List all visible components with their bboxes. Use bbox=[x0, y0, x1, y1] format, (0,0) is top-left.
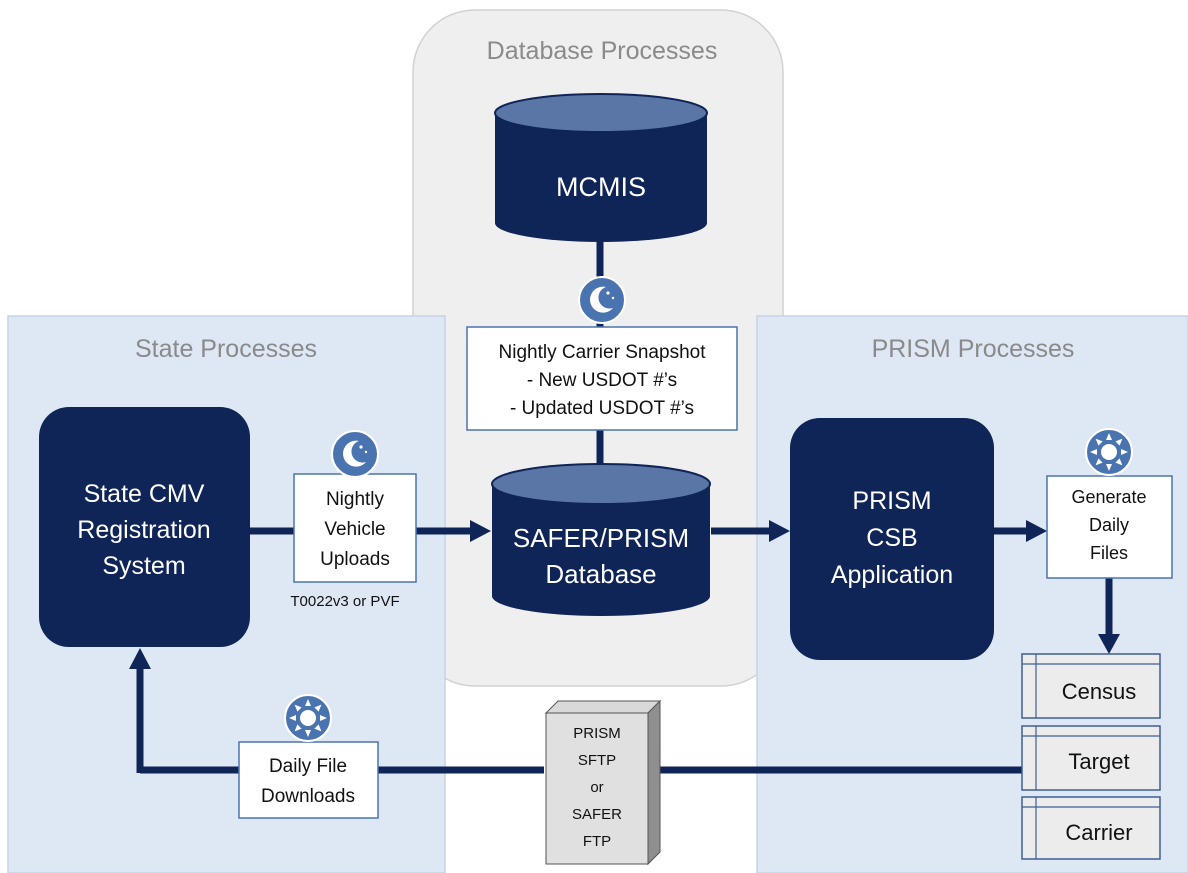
ftp-line3: or bbox=[590, 779, 603, 796]
moon-icon bbox=[578, 276, 626, 324]
state-cmv-line2: Registration bbox=[77, 516, 210, 544]
target-file-label: Target bbox=[1068, 749, 1129, 774]
census-file: Census bbox=[1021, 653, 1161, 719]
ftp-line2: SFTP bbox=[578, 752, 616, 769]
ftp-line4: SAFER bbox=[572, 806, 622, 823]
sun-icon bbox=[284, 694, 332, 742]
carrier-file: Carrier bbox=[1021, 796, 1161, 860]
generate-line2: Daily bbox=[1089, 515, 1129, 535]
snapshot-line3: - Updated USDOT #’s bbox=[510, 398, 694, 419]
arrowhead-into-csb bbox=[769, 520, 790, 542]
database-processes-title: Database Processes bbox=[487, 37, 718, 65]
snapshot-line2: - New USDOT #’s bbox=[527, 370, 677, 391]
prism-csb-line3: Application bbox=[831, 561, 953, 589]
state-cmv-line3: System bbox=[102, 552, 185, 580]
nightly-vehicle-uploads-box: Nightly Vehicle Uploads bbox=[293, 473, 417, 583]
generate-daily-files-box: Generate Daily Files bbox=[1046, 475, 1173, 579]
safer-db-label-line1: SAFER/PRISM bbox=[513, 523, 689, 553]
upload-formats-caption: T0022v3 or PVF bbox=[290, 593, 399, 610]
safer-db-label-line2: Database bbox=[545, 559, 656, 589]
arrowhead-into-generate bbox=[1026, 520, 1047, 542]
arrowhead-into-state-system bbox=[129, 648, 151, 669]
arrowhead-into-safer-left bbox=[470, 520, 491, 542]
state-cmv-line1: State CMV bbox=[84, 480, 205, 508]
generate-line3: Files bbox=[1090, 543, 1128, 563]
sun-icon bbox=[1085, 428, 1133, 476]
ftp-line1: PRISM bbox=[573, 725, 621, 742]
ftp-line5: FTP bbox=[583, 833, 611, 850]
generate-line1: Generate bbox=[1071, 487, 1146, 507]
mcmis-label: MCMIS bbox=[556, 172, 646, 202]
prism-csb-line1: PRISM bbox=[852, 487, 931, 515]
uploads-line3: Uploads bbox=[320, 549, 390, 570]
carrier-file-label: Carrier bbox=[1065, 820, 1132, 845]
prism-csb-application: PRISM CSB Application bbox=[790, 418, 994, 660]
prism-processes-title: PRISM Processes bbox=[872, 335, 1075, 363]
prism-csb-line2: CSB bbox=[866, 524, 917, 552]
state-processes-title: State Processes bbox=[135, 335, 317, 363]
census-file-label: Census bbox=[1062, 679, 1137, 704]
uploads-line2: Vehicle bbox=[324, 519, 385, 540]
uploads-line1: Nightly bbox=[326, 489, 385, 510]
arrowheads bbox=[129, 472, 1120, 669]
state-cmv-registration-system: State CMV Registration System bbox=[39, 407, 250, 647]
nightly-carrier-snapshot-box: Nightly Carrier Snapshot - New USDOT #’s… bbox=[466, 326, 738, 431]
moon-icon bbox=[331, 430, 379, 478]
daily-file-downloads-box: Daily File Downloads bbox=[238, 741, 379, 819]
snapshot-line1: Nightly Carrier Snapshot bbox=[499, 342, 707, 363]
ftp-server: PRISM SFTP or SAFER FTP bbox=[544, 699, 662, 866]
target-file: Target bbox=[1021, 725, 1161, 791]
mcmis-database: MCMIS bbox=[494, 93, 708, 242]
downloads-line2: Downloads bbox=[261, 786, 355, 807]
downloads-line1: Daily File bbox=[269, 756, 347, 777]
arrowhead-into-files bbox=[1098, 634, 1120, 654]
safer-prism-database: SAFER/PRISM Database bbox=[491, 463, 711, 616]
